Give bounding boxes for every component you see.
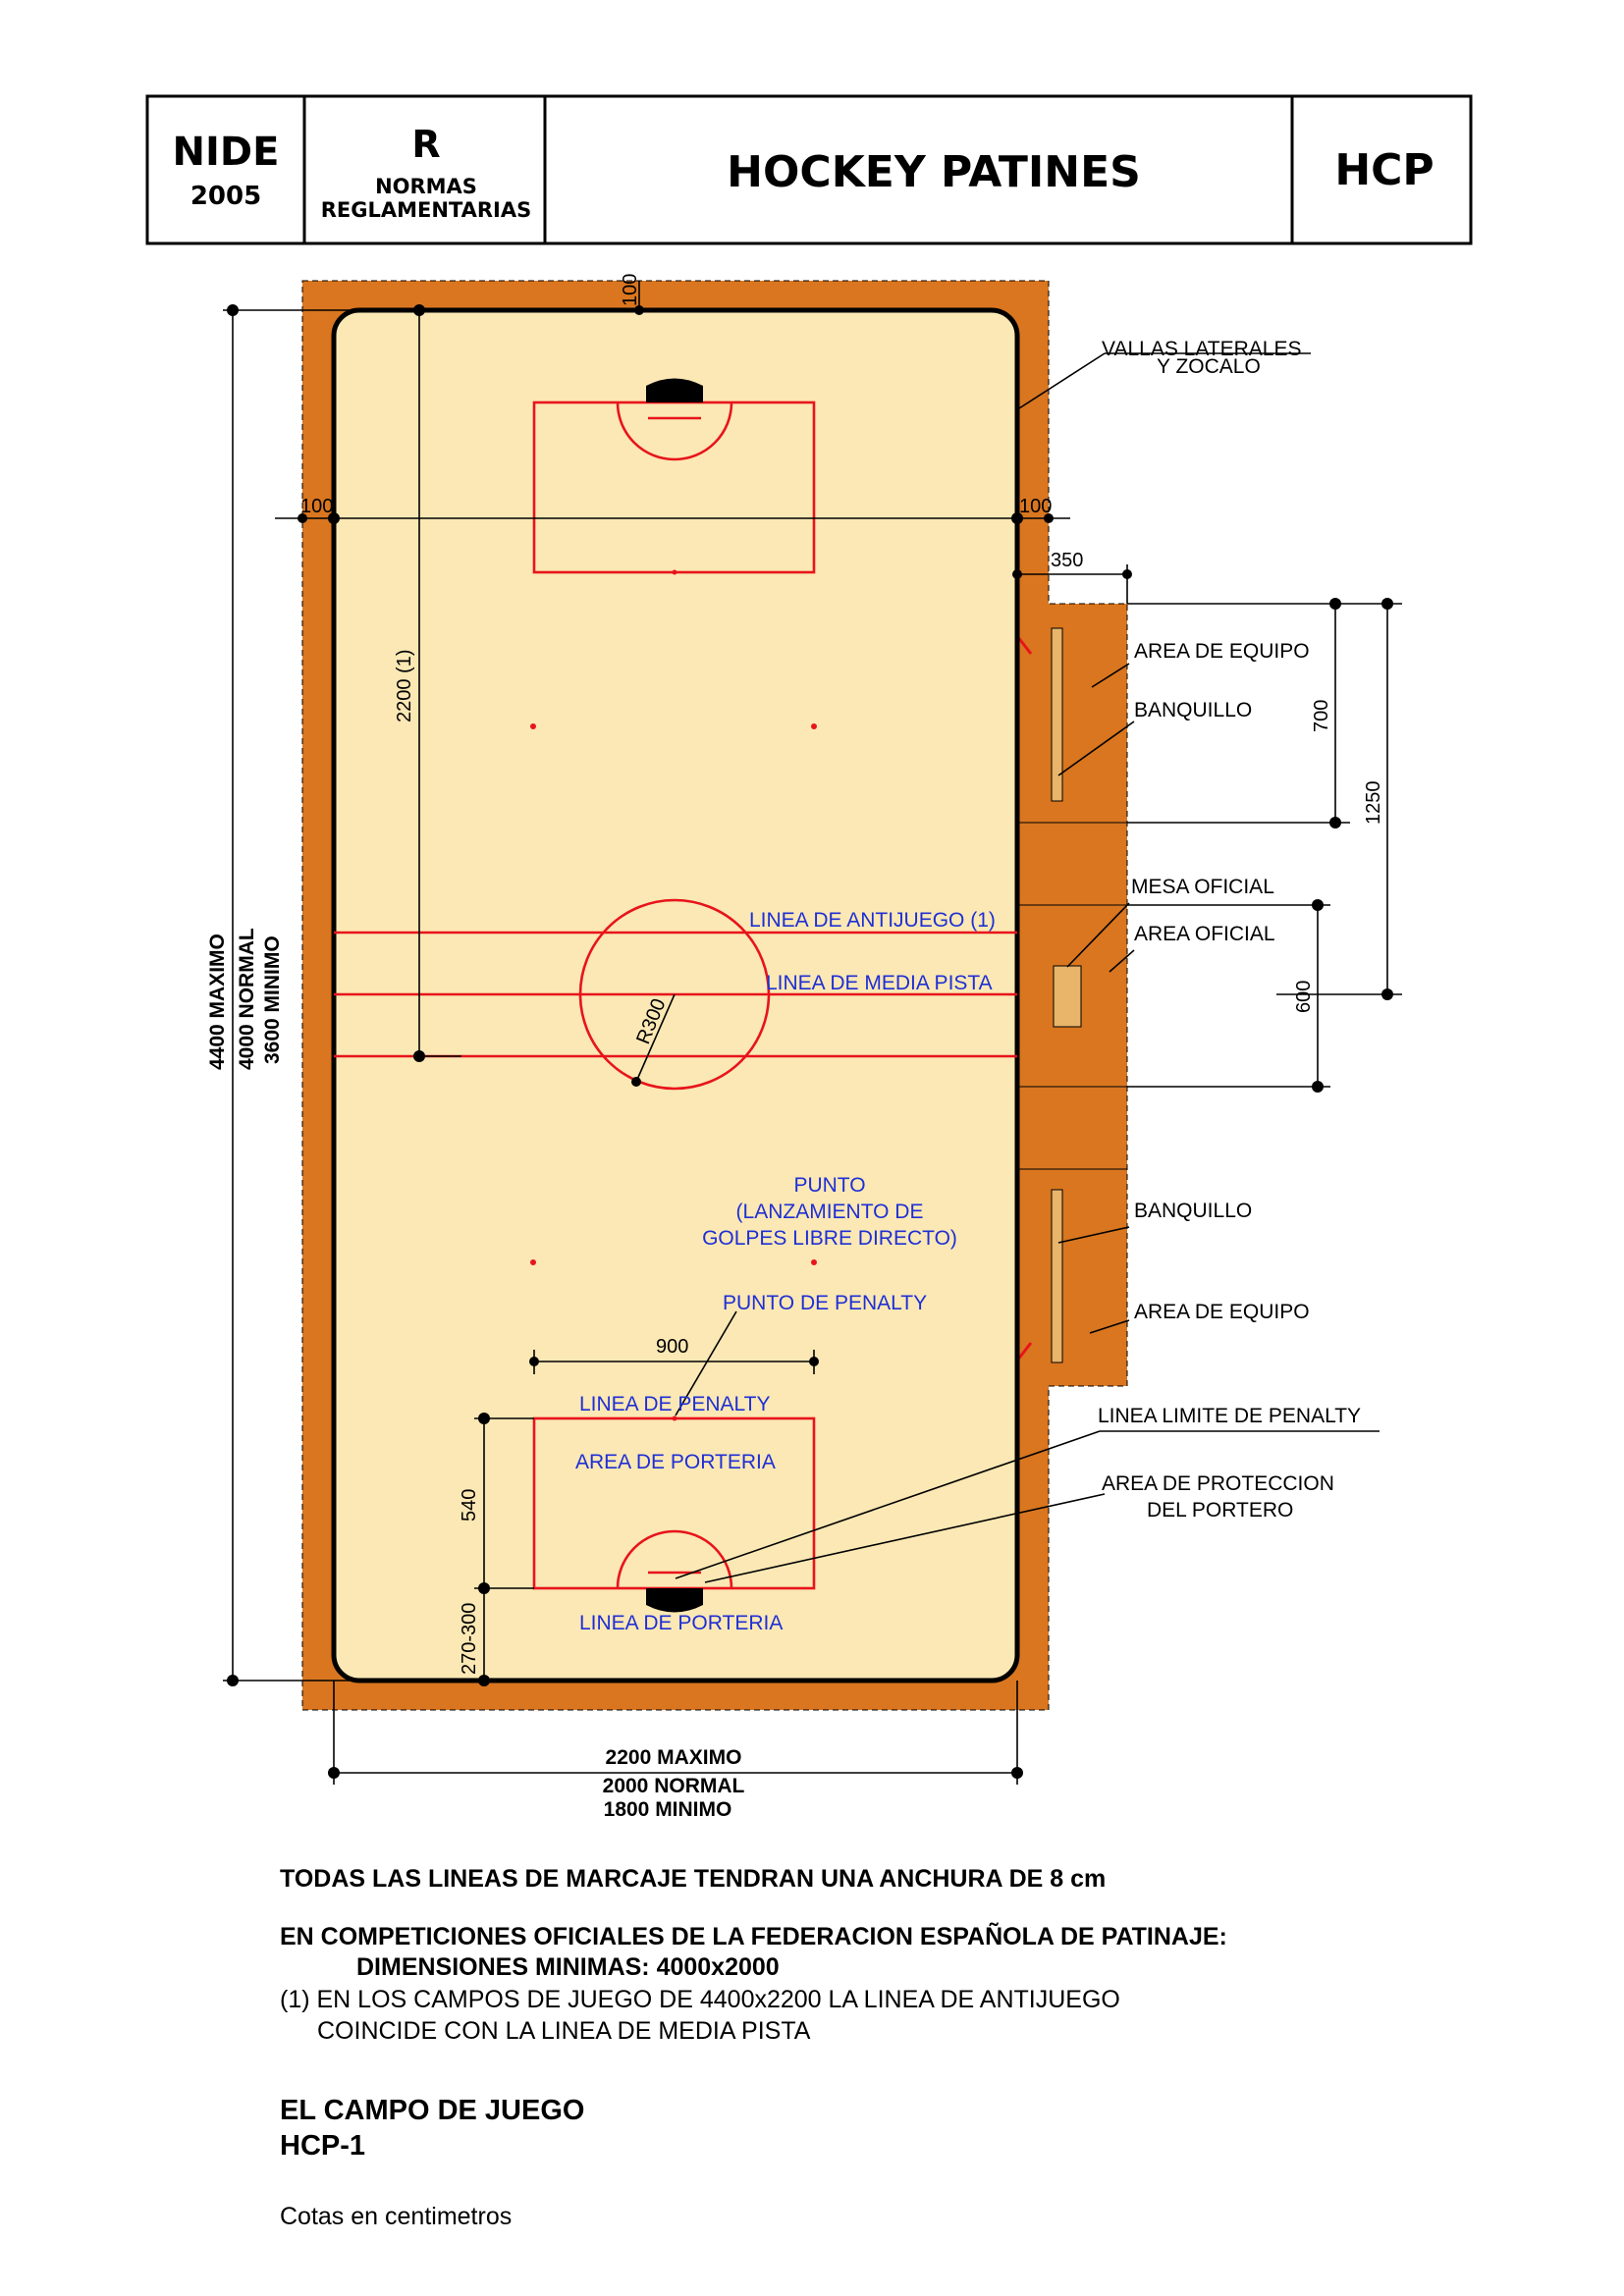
- note-line-4: (1) EN LOS CAMPOS DE JUEGO DE 4400x2200 …: [280, 1986, 1120, 2013]
- dim-width-normal: 2000 NORMAL: [603, 1775, 745, 1797]
- dim-width-max: 2200 MAXIMO: [606, 1746, 742, 1769]
- label-vallas-1: VALLAS LATERALES: [1102, 338, 1302, 360]
- header-title: HOCKEY PATINES: [727, 147, 1141, 197]
- header-normas: NORMAS: [375, 175, 477, 198]
- label-antijuego: LINEA DE ANTIJUEGO (1): [749, 909, 996, 932]
- dim-2200-1: 2200 (1): [394, 650, 415, 723]
- dim-length-normal: 4000 NORMAL: [236, 928, 258, 1070]
- dim-540: 540: [459, 1489, 480, 1522]
- dim-length-min: 3600 MINIMO: [261, 935, 284, 1064]
- label-linea-porteria: LINEA DE PORTERIA: [579, 1612, 783, 1634]
- note-line-1: TODAS LAS LINEAS DE MARCAJE TENDRAN UNA …: [280, 1865, 1106, 1893]
- note-line-5: COINCIDE CON LA LINEA DE MEDIA PISTA: [317, 2017, 811, 2045]
- label-media-pista: LINEA DE MEDIA PISTA: [766, 972, 993, 994]
- label-area-equipo-bottom: AREA DE EQUIPO: [1134, 1301, 1310, 1323]
- note-line-3: DIMENSIONES MINIMAS: 4000x2000: [356, 1953, 780, 1981]
- label-banquillo-bottom: BANQUILLO: [1134, 1200, 1252, 1222]
- dim-right-100: 100: [1019, 496, 1052, 517]
- header-code: HCP: [1334, 145, 1434, 195]
- rink-markings: [334, 378, 1017, 1613]
- leader-lines: [675, 352, 1380, 1583]
- header-table: NIDE 2005 R NORMAS REGLAMENTARIAS HOCKEY…: [145, 94, 1473, 245]
- area-labels: VALLAS LATERALES Y ZOCALO AREA DE EQUIPO…: [1098, 338, 1361, 1522]
- label-vallas-2: Y ZOCALO: [1157, 355, 1261, 378]
- label-punto-2: (LANZAMIENTO DE: [736, 1201, 924, 1223]
- header-reglamentarias: REGLAMENTARIAS: [321, 198, 532, 222]
- label-punto-penalty: PUNTO DE PENALTY: [723, 1292, 927, 1314]
- dim-350: 350: [1051, 550, 1083, 571]
- label-mesa-oficial: MESA OFICIAL: [1131, 876, 1274, 898]
- label-area-oficial: AREA OFICIAL: [1134, 923, 1275, 945]
- dim-700: 700: [1311, 700, 1332, 732]
- label-banquillo-top: BANQUILLO: [1134, 699, 1252, 721]
- dim-900: 900: [656, 1336, 688, 1358]
- header-r: R: [411, 123, 440, 166]
- dim-600: 600: [1293, 981, 1315, 1013]
- label-linea-penalty: LINEA DE PENALTY: [579, 1393, 771, 1415]
- header-nide: NIDE: [173, 130, 280, 175]
- notes: TODAS LAS LINEAS DE MARCAJE TENDRAN UNA …: [280, 1865, 1227, 2045]
- header-year: 2005: [190, 182, 261, 211]
- label-area-porteria: AREA DE PORTERIA: [575, 1451, 776, 1473]
- label-area-proteccion-2: DEL PORTERO: [1147, 1499, 1293, 1522]
- marking-labels: LINEA DE ANTIJUEGO (1) LINEA DE MEDIA PI…: [575, 909, 996, 1634]
- official-table: [1053, 965, 1082, 1028]
- caption-units: Cotas en centimetros: [280, 2203, 512, 2230]
- centre-circle: [578, 898, 771, 1091]
- dim-width-min: 1800 MINIMO: [604, 1798, 732, 1821]
- note-line-2: EN COMPETICIONES OFICIALES DE LA FEDERAC…: [280, 1921, 1227, 1950]
- caption: EL CAMPO DE JUEGO HCP-1 Cotas en centime…: [280, 2095, 584, 2230]
- dimension-lines: [223, 281, 1402, 1785]
- goal-top: [646, 378, 703, 402]
- bench-bottom: [1051, 1189, 1063, 1363]
- goal-bottom: [646, 1588, 703, 1613]
- label-punto-1: PUNTO: [793, 1174, 865, 1197]
- dim-top-100: 100: [620, 274, 641, 306]
- label-area-equipo-top: AREA DE EQUIPO: [1134, 640, 1310, 663]
- dim-left-100: 100: [300, 496, 333, 517]
- dim-1250: 1250: [1363, 781, 1384, 826]
- label-punto-3: GOLPES LIBRE DIRECTO): [702, 1227, 957, 1250]
- caption-title: EL CAMPO DE JUEGO: [280, 2095, 584, 2126]
- caption-code: HCP-1: [280, 2130, 365, 2162]
- dimension-labels: 100 100 100 350 700 1250 600 2200 (1) R3…: [206, 274, 1384, 1821]
- dim-270-300: 270-300: [459, 1603, 480, 1675]
- dim-length-max: 4400 MAXIMO: [206, 934, 229, 1070]
- label-linea-limite-penalty: LINEA LIMITE DE PENALTY: [1098, 1405, 1361, 1427]
- label-area-proteccion-1: AREA DE PROTECCION: [1102, 1472, 1334, 1495]
- bench-top: [1051, 627, 1063, 802]
